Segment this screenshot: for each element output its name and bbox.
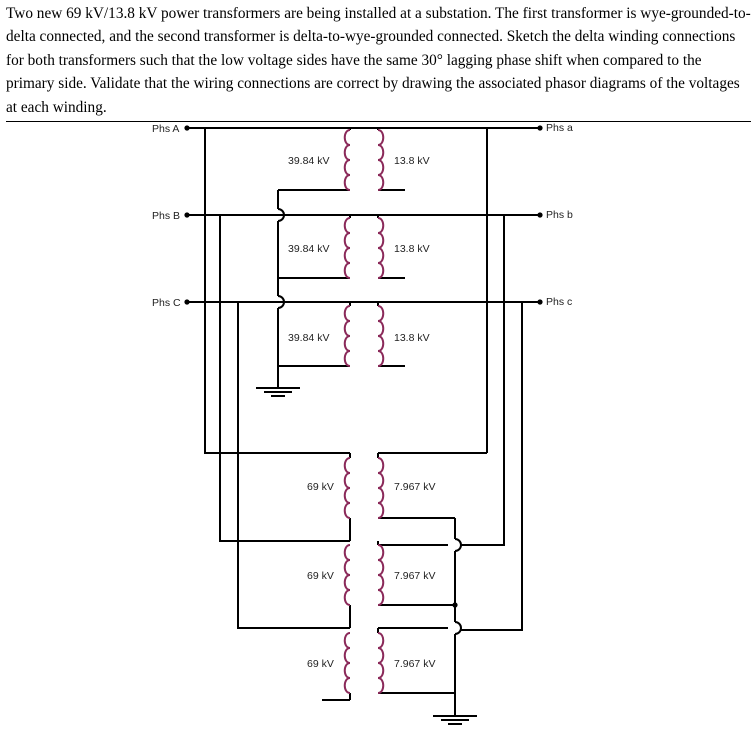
t1-primary-ground bbox=[256, 387, 300, 397]
terminal-phs-a bbox=[537, 125, 543, 131]
wire-phase-C-to-t2 bbox=[237, 302, 350, 629]
t1-primary-voltage-2: 39.84 kV bbox=[288, 243, 329, 255]
t2-secondary-winding-1 bbox=[377, 457, 385, 519]
wire-phase-c bbox=[460, 302, 523, 631]
crossover-hop bbox=[277, 295, 285, 309]
t1-secondary-winding-1 bbox=[377, 129, 385, 191]
crossover-hop bbox=[454, 621, 462, 635]
t1-secondary-voltage-2: 13.8 kV bbox=[394, 243, 430, 255]
t1-secondary-winding-3 bbox=[377, 305, 385, 367]
terminal-phs-A bbox=[184, 125, 190, 131]
t1-primary-winding-3 bbox=[343, 305, 351, 367]
terminal-phs-B bbox=[184, 212, 190, 218]
t2-secondary-winding-3 bbox=[377, 632, 385, 694]
t1-primary-voltage-1: 39.84 kV bbox=[288, 155, 329, 167]
wire-phase-A-to-t2 bbox=[204, 128, 350, 454]
t1-primary-winding-1 bbox=[343, 129, 351, 191]
t1-primary-voltage-3: 39.84 kV bbox=[288, 332, 329, 344]
label-phs-c: Phs c bbox=[546, 296, 572, 308]
t1-secondary-winding-2 bbox=[377, 217, 385, 279]
question-text: Two new 69 kV/13.8 kV power transformers… bbox=[6, 2, 751, 123]
wire-phase-b bbox=[460, 215, 505, 546]
label-phs-b: Phs b bbox=[546, 209, 573, 221]
t2-primary-winding-1 bbox=[343, 457, 351, 519]
terminal-phs-C bbox=[184, 299, 190, 305]
t1-primary-winding-2 bbox=[343, 217, 351, 279]
crossover-hop bbox=[454, 538, 462, 552]
t2-primary-winding-3 bbox=[343, 632, 351, 694]
crossover-hop bbox=[277, 208, 285, 222]
wire-phase-B-to-t2 bbox=[219, 215, 350, 542]
t2-primary-voltage-2: 69 kV bbox=[307, 570, 334, 582]
t1-secondary-voltage-3: 13.8 kV bbox=[394, 332, 430, 344]
label-phs-a: Phs a bbox=[546, 122, 573, 134]
terminal-phs-b bbox=[537, 212, 543, 218]
terminal-phs-c bbox=[537, 299, 543, 305]
t2-secondary-voltage-1: 7.967 kV bbox=[394, 481, 435, 493]
terminal-dots bbox=[184, 125, 543, 608]
t2-primary-voltage-1: 69 kV bbox=[307, 481, 334, 493]
t2-secondary-winding-2 bbox=[377, 544, 385, 606]
connection-wires bbox=[187, 127, 540, 716]
t2-secondary-voltage-3: 7.967 kV bbox=[394, 658, 435, 670]
label-phs-C: Phs C bbox=[152, 297, 181, 309]
neutral-junction bbox=[452, 602, 458, 608]
label-phs-A: Phs A bbox=[152, 123, 179, 135]
ground-symbols bbox=[256, 387, 477, 725]
t2-secondary-voltage-2: 7.967 kV bbox=[394, 570, 435, 582]
t2-secondary-ground bbox=[433, 715, 477, 725]
label-phs-B: Phs B bbox=[152, 210, 180, 222]
t2-primary-voltage-3: 69 kV bbox=[307, 658, 334, 670]
t2-primary-winding-2 bbox=[343, 544, 351, 606]
transformer-windings bbox=[343, 129, 385, 694]
t1-secondary-voltage-1: 13.8 kV bbox=[394, 155, 430, 167]
